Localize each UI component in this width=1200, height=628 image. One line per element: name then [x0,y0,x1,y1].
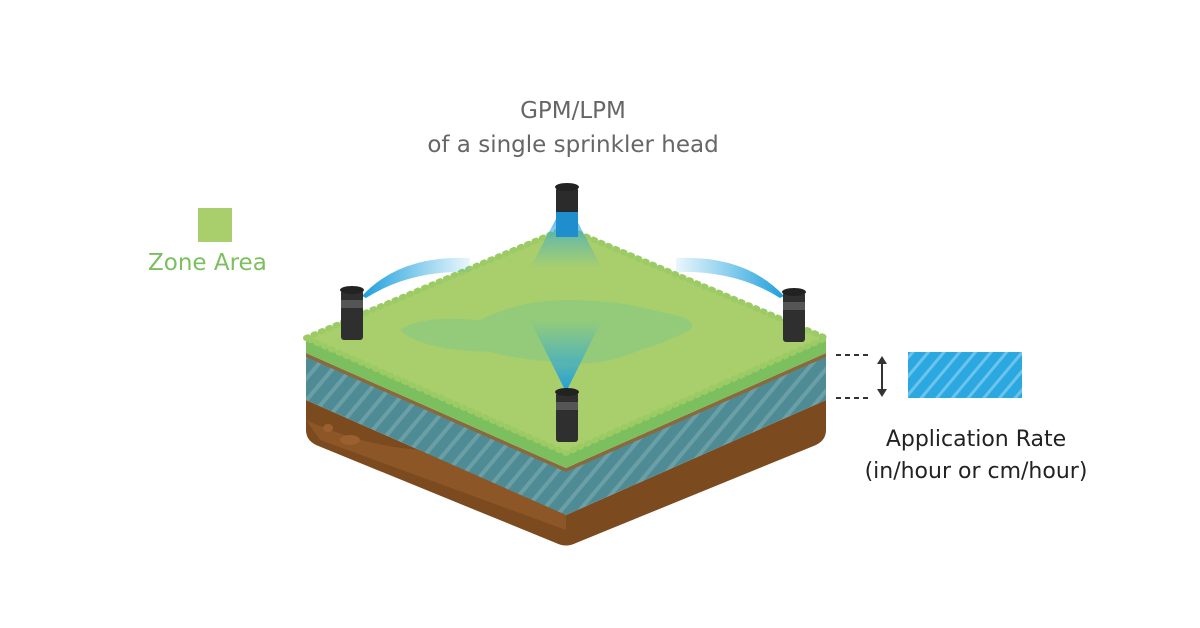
gpm-label: GPM/LPM of a single sprinkler head [0,94,1146,162]
zone-area-label: Zone Area [148,250,267,276]
water-layer [306,355,826,515]
sprinkler-head-right [782,288,806,342]
sprinkler-head-front [555,388,579,442]
application-rate-indicator [836,352,1022,399]
application-rate-label: Application Rate (in/hour or cm/hour) [836,424,1116,488]
application-rate-title: Application Rate [885,427,1067,452]
zone-area-swatch [198,208,232,242]
sprinkler-head-top [555,183,579,237]
sprinkler-head-left [340,286,364,340]
soil-rock [323,424,333,432]
gpm-subtitle: of a single sprinkler head [427,132,719,158]
soil-rock [340,435,360,445]
soil-highlight [306,420,566,530]
spray-front [530,320,602,392]
spray-right [676,257,784,298]
gpm-title: GPM/LPM [520,98,626,124]
spray-left [362,257,470,298]
application-rate-swatch [908,352,1022,398]
application-rate-units: (in/hour or cm/hour) [864,459,1088,484]
